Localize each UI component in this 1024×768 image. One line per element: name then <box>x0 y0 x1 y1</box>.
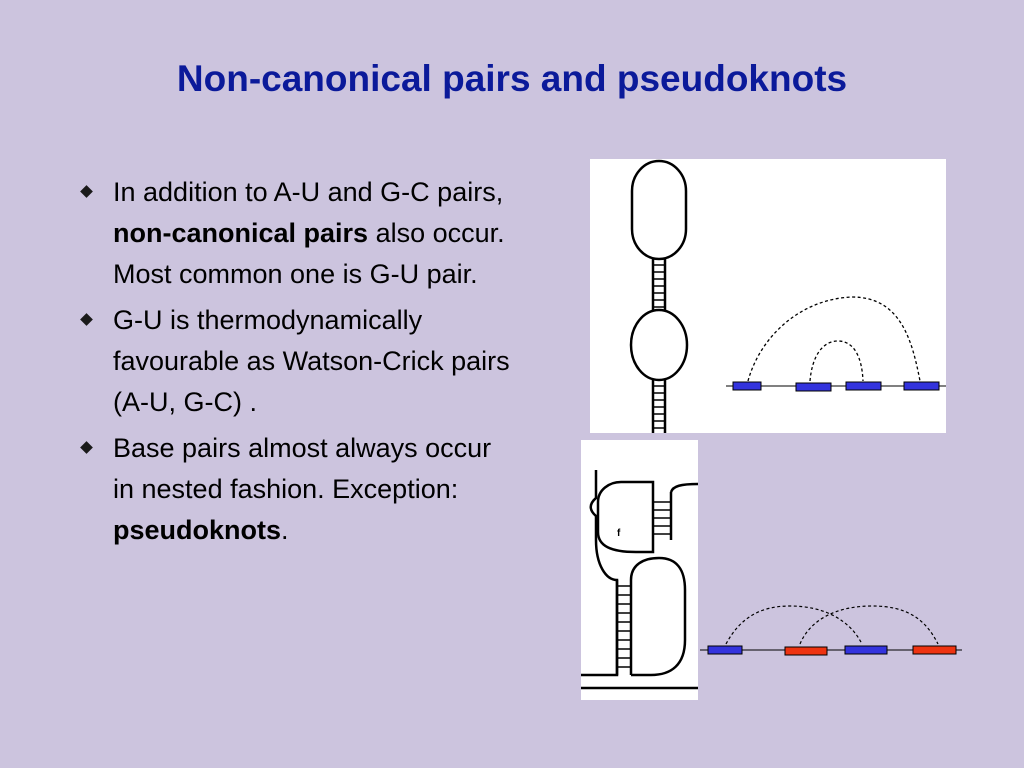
nested-structure-figure <box>590 159 946 433</box>
bullet-item: Base pairs almost always occur in nested… <box>72 428 512 551</box>
pseudoknot-arc-diagram <box>700 596 970 662</box>
diamond-bullet-icon <box>80 185 93 198</box>
bullet-text: Base pairs almost always occur in nested… <box>113 433 492 545</box>
bullet-list: In addition to A-U and G-C pairs, non-ca… <box>72 172 512 556</box>
blue-segment <box>707 645 743 655</box>
blue-segment <box>844 645 888 655</box>
base-pair-rungs <box>653 264 665 429</box>
slide-title: Non-canonical pairs and pseudoknots <box>176 58 848 99</box>
pseudoknot-arc-b <box>799 605 939 645</box>
hairpin-loop-upper <box>630 159 688 261</box>
pseudoknot-arc-svg <box>700 605 962 656</box>
outer-pair-arc <box>747 296 921 382</box>
pseudoknot-arc-a <box>725 605 863 645</box>
blue-segment <box>903 381 940 391</box>
bullet-item: In addition to A-U and G-C pairs, non-ca… <box>72 172 512 295</box>
blue-segment <box>845 381 882 391</box>
pseudoknot-structure-figure: f <box>581 440 698 700</box>
base-pair-rungs <box>617 501 671 668</box>
blue-segment <box>732 381 762 391</box>
outer-strand <box>581 470 619 677</box>
bullet-text: In addition to A-U and G-C pairs, non-ca… <box>113 177 505 289</box>
pseudoknot-structure-svg: f <box>581 470 698 690</box>
red-segment <box>784 646 828 656</box>
internal-loop <box>629 308 689 382</box>
loop-label: f <box>617 528 621 539</box>
nested-structure-svg <box>629 159 946 433</box>
diamond-bullet-icon <box>80 313 93 326</box>
blue-segment <box>795 382 832 392</box>
red-segment <box>912 645 957 655</box>
strand-exit <box>669 482 698 493</box>
inner-pair-arc <box>809 340 864 382</box>
bullet-text: G-U is thermodynamically favourable as W… <box>113 305 510 417</box>
pseudoknot-loop-lower <box>629 556 687 677</box>
bullet-item: G-U is thermodynamically favourable as W… <box>72 300 512 423</box>
diamond-bullet-icon <box>80 441 93 454</box>
pseudoknot-loop-upper <box>596 480 655 554</box>
